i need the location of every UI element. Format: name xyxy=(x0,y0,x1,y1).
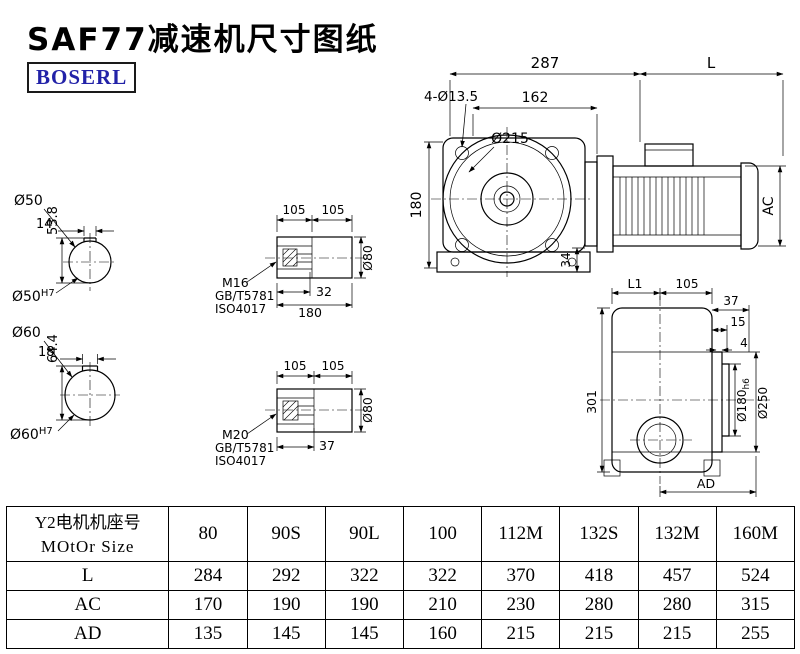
front-view: 287 L 4-Ø13.5 162 Ø215 180 34 AC xyxy=(409,54,786,277)
table-cell: 292 xyxy=(246,561,326,591)
standard-iso: ISO4017 xyxy=(215,302,266,316)
col-header: 132S xyxy=(559,506,639,562)
shaft-detail-m16: 105 105 M16 GB/T5781 ISO4017 32 180 Ø80 xyxy=(215,203,375,320)
technical-drawing: 287 L 4-Ø13.5 162 Ø215 180 34 AC xyxy=(10,54,786,497)
col-header: 160M xyxy=(715,506,796,562)
dim-keyway-14: 14 xyxy=(36,217,53,232)
dim-32: 32 xyxy=(316,284,332,299)
table-cell: 190 xyxy=(246,590,326,620)
thread-callout-m16: M16 xyxy=(222,275,249,290)
table-cell: 418 xyxy=(559,561,639,591)
dim-37-side: 37 xyxy=(723,294,738,308)
dim-AD: AD xyxy=(697,476,715,491)
bore-dia: Ø50 xyxy=(12,289,41,305)
motor-size-header-cn: Y2电机机座号 xyxy=(34,513,141,533)
dia-215-label: Ø215 xyxy=(491,131,529,147)
table-cell: 370 xyxy=(481,561,561,591)
table-cell: 322 xyxy=(402,561,483,591)
thread-callout-m20: M20 xyxy=(222,427,249,442)
shaft-detail-m20: 105 105 M20 GB/T5781 ISO4017 37 Ø80 xyxy=(215,359,375,468)
standard-iso: ISO4017 xyxy=(215,454,266,468)
bore-dia: Ø60 xyxy=(10,427,39,443)
brand-logo-text: BOSERL xyxy=(36,65,128,89)
table-cell: 210 xyxy=(402,590,483,620)
table-cell: 170 xyxy=(168,590,248,620)
dim-105-right: 105 xyxy=(322,203,345,217)
dia-80-label: Ø80 xyxy=(360,245,375,271)
col-header: 90S xyxy=(246,506,326,562)
standard-gb: GB/T5781 xyxy=(215,289,274,303)
row-label: AC xyxy=(5,590,170,620)
dia-250-label: Ø250 xyxy=(756,387,770,419)
side-view: L1 105 37 15 4 301 Ø180h6 Ø250 xyxy=(584,276,770,497)
row-label: L xyxy=(5,561,170,591)
dim-105-side: 105 xyxy=(676,277,699,291)
table-cell: 135 xyxy=(168,619,248,649)
table-cell: 280 xyxy=(559,590,639,620)
col-header: 80 xyxy=(168,506,248,562)
table-cell: 230 xyxy=(481,590,561,620)
table-cell: 322 xyxy=(324,561,404,591)
motor-size-table: Y2电机机座号 MOtOr Size 80 90S 90L 100 112M 1… xyxy=(5,506,796,649)
table-row-L: L 284 292 322 322 370 418 457 524 xyxy=(5,561,796,591)
table-cell: 457 xyxy=(637,561,717,591)
table-cell: 280 xyxy=(637,590,717,620)
dia-180-tolerance: h6 xyxy=(742,378,752,390)
dim-37-shaft: 37 xyxy=(319,438,335,453)
brand-logo: BOSERL xyxy=(27,62,137,93)
table-cell: 284 xyxy=(168,561,248,591)
dim-105-left: 105 xyxy=(283,203,306,217)
dim-105-left: 105 xyxy=(284,359,307,373)
col-header: 100 xyxy=(402,506,483,562)
dim-L1: L1 xyxy=(628,276,643,291)
table-cell: 215 xyxy=(637,619,717,649)
table-cell: 255 xyxy=(715,619,796,649)
dim-105-right: 105 xyxy=(322,359,345,373)
table-cell: 215 xyxy=(481,619,561,649)
dim-34: 34 xyxy=(559,252,573,267)
bore-label-60: Ø60H7 xyxy=(10,426,53,443)
col-header: 132M xyxy=(637,506,717,562)
dim-162: 162 xyxy=(522,90,549,106)
bore-tolerance: H7 xyxy=(39,426,53,437)
table-row-AC: AC 170 190 190 210 230 280 280 315 xyxy=(5,590,796,620)
col-header: 112M xyxy=(481,506,561,562)
bolt-callout: 4-Ø13.5 xyxy=(424,89,478,105)
table-cell: 145 xyxy=(246,619,326,649)
table-cell: 215 xyxy=(559,619,639,649)
dim-15: 15 xyxy=(730,315,745,329)
bore-tolerance: H7 xyxy=(41,288,55,299)
table-cell: 190 xyxy=(324,590,404,620)
dia-80-label: Ø80 xyxy=(360,397,375,423)
dim-180-shaft: 180 xyxy=(298,305,322,320)
bore-label-50: Ø50H7 xyxy=(12,288,55,305)
table-cell: 160 xyxy=(402,619,483,649)
standard-gb: GB/T5781 xyxy=(215,441,274,455)
dim-AC: AC xyxy=(761,196,777,215)
dim-L: L xyxy=(707,54,716,72)
shaft-section-60: 18 64.4 Ø60 Ø60H7 xyxy=(10,325,120,443)
dim-301: 301 xyxy=(584,390,599,414)
dia-180h6-label: Ø180h6 xyxy=(735,378,752,422)
dim-287: 287 xyxy=(531,54,560,72)
od-label-50: Ø50 xyxy=(14,193,43,209)
dia-180: Ø180 xyxy=(735,390,749,422)
table-cell: 524 xyxy=(715,561,796,591)
table-cell: 315 xyxy=(715,590,796,620)
row-label: AD xyxy=(5,619,170,649)
motor-size-header-en: MOtOr Size xyxy=(40,536,135,556)
dim-180-front: 180 xyxy=(409,192,425,219)
page-title: SAF77减速机尺寸图纸 xyxy=(27,22,379,58)
table-row-AD: AD 135 145 145 160 215 215 215 255 xyxy=(5,619,796,649)
dim-4: 4 xyxy=(740,336,748,350)
motor-size-header: Y2电机机座号 MOtOr Size xyxy=(5,506,170,562)
table-cell: 145 xyxy=(324,619,404,649)
col-header: 90L xyxy=(324,506,404,562)
od-label-60: Ø60 xyxy=(12,325,41,341)
table-header-row: Y2电机机座号 MOtOr Size 80 90S 90L 100 112M 1… xyxy=(5,506,796,562)
shaft-section-50: 14 53.8 Ø50 Ø50H7 xyxy=(12,193,117,305)
dim-height-64-4: 64.4 xyxy=(46,334,61,363)
